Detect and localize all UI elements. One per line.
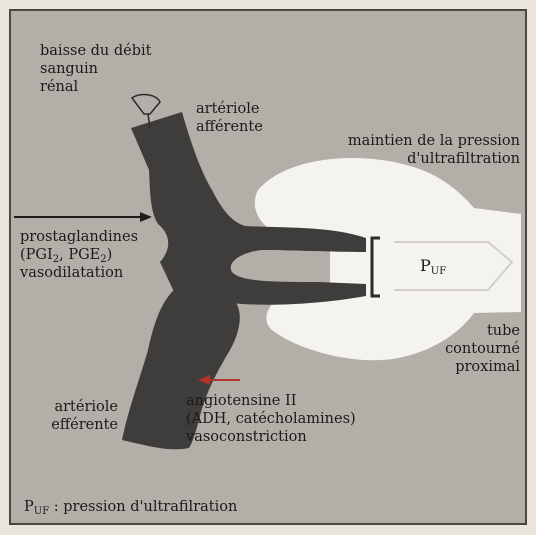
label-tube-line2: contourné [445, 340, 520, 358]
label-prostaglandines-line1: prostaglandines [20, 228, 138, 246]
label-baisse-debit-line1: baisse du débit [40, 42, 151, 60]
legend-puf-text: : pression d'ultrafilration [49, 499, 237, 515]
label-baisse-debit-line2: sanguin [40, 60, 151, 78]
label-maintien-line2: d'ultrafiltration [348, 150, 520, 168]
label-efferente-line1: artériole [40, 398, 118, 416]
legend-puf-main: P [24, 499, 34, 515]
pg-open: (PGI [20, 247, 53, 263]
label-angiotensine: angiotensine II (ADH, catécholamines) va… [186, 392, 356, 446]
label-baisse-debit: baisse du débit sanguin rénal [40, 42, 151, 96]
label-baisse-debit-line3: rénal [40, 78, 151, 96]
label-tube-contourne: tube contourné proximal [445, 322, 520, 376]
label-maintien-pression: maintien de la pression d'ultrafiltratio… [348, 132, 520, 168]
pg-mid: , PGE [59, 247, 100, 263]
legend-puf-sub: UF [34, 506, 49, 517]
label-tube-line3: proximal [445, 358, 520, 376]
label-angiotensine-line1: angiotensine II [186, 392, 356, 410]
label-angiotensine-line3: vasoconstriction [186, 428, 356, 446]
puf-main: P [420, 256, 431, 275]
label-arteriole-afferente: artériole afférente [196, 100, 263, 136]
legend-puf: PUF : pression d'ultrafilration [24, 498, 237, 516]
label-afferente-line2: afférente [196, 118, 263, 136]
label-prostaglandines-line2: (PGI2, PGE2) [20, 246, 138, 264]
puf-sub: UF [431, 266, 446, 277]
label-efferente-line2: efférente [40, 416, 118, 434]
label-angiotensine-line2: (ADH, catécholamines) [186, 410, 356, 428]
label-prostaglandines: prostaglandines (PGI2, PGE2) vasodilatat… [20, 228, 138, 282]
label-afferente-line1: artériole [196, 100, 263, 118]
vasodilatation-arrow-head [140, 212, 152, 222]
label-prostaglandines-line3: vasodilatation [20, 264, 138, 282]
pg-close: ) [107, 247, 113, 263]
funnel-icon [132, 95, 160, 114]
label-tube-line1: tube [445, 322, 520, 340]
label-puf: PUF [420, 257, 446, 275]
label-maintien-line1: maintien de la pression [348, 132, 520, 150]
label-arteriole-efferente: artériole efférente [40, 398, 118, 434]
